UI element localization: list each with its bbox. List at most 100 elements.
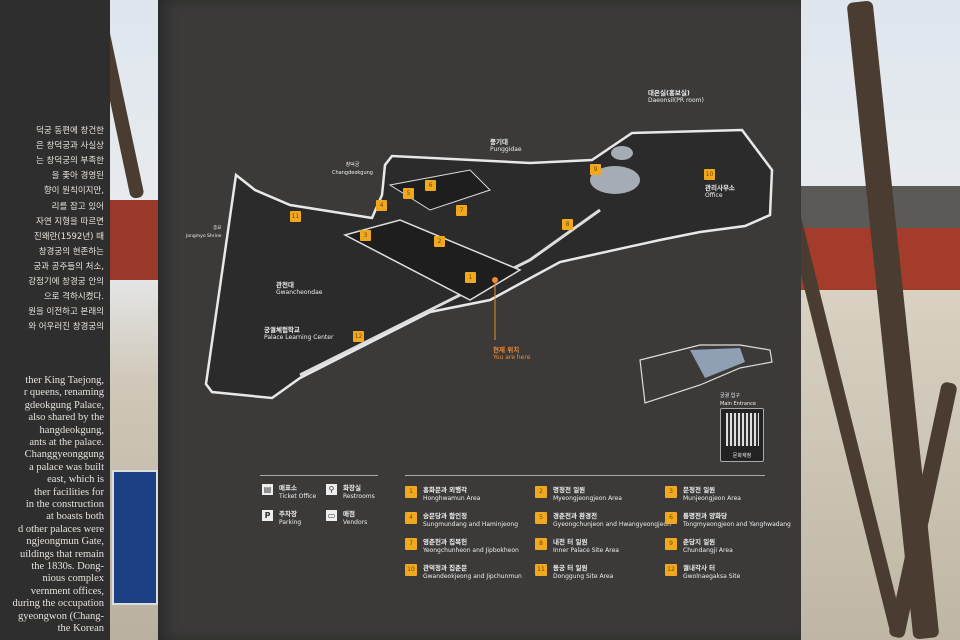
info-text-en: Changgyeonggung — [24, 449, 104, 461]
area-number-badge: 4 — [405, 512, 417, 524]
info-text-en: gdeokgung Palace, — [24, 399, 104, 411]
legend-ko: 매점 — [343, 510, 355, 518]
info-text-ko: 창경궁의 현존하는 — [38, 246, 104, 257]
area-number-badge: 7 — [405, 538, 417, 550]
main-road — [299, 208, 601, 377]
info-text-ko: 으로 격하시켰다. — [43, 292, 104, 303]
buildings — [388, 169, 491, 211]
parking-icon: P — [262, 510, 273, 521]
legend-en: Vendors — [343, 519, 368, 526]
info-text-ko: 리를 잡고 있어 — [51, 201, 104, 212]
map-marker-11[interactable]: 11 — [290, 211, 301, 222]
area-number-badge: 9 — [665, 538, 677, 550]
area-number-badge: 6 — [665, 512, 677, 524]
map-marker-12[interactable]: 12 — [353, 331, 364, 342]
map-marker-9[interactable]: 9 — [590, 164, 601, 175]
label-ko: 풍기대 — [490, 138, 508, 146]
info-text-en: ngjeongmun Gate, — [26, 536, 104, 548]
area-number-badge: 2 — [535, 486, 547, 498]
info-text-en: the Korean — [57, 623, 104, 634]
restroom-icon: ⚲ — [326, 484, 337, 495]
legend-ko: 주차장 — [279, 510, 297, 518]
legend-ko: 매표소 — [279, 484, 297, 492]
info-text-en: d other palaces were — [18, 523, 104, 535]
label-en: Palace Learning Center — [264, 334, 334, 341]
info-text-en: ants at the palace. — [29, 437, 104, 448]
info-text-ko: 진왜란(1592년) 때 — [33, 231, 104, 242]
qr-code[interactable]: 문화재청 — [720, 408, 764, 462]
legend-ko: 홍화문과 외행각 — [423, 486, 468, 494]
palace-wall-left — [108, 200, 163, 280]
legend-ko: 통명전과 양화당 — [683, 512, 728, 520]
legend-en: Tongmyeongjeon and Yanghwadang — [683, 521, 791, 528]
area-number-badge: 3 — [665, 486, 677, 498]
info-text-ko: 와 어우러진 창경궁의 — [28, 322, 104, 333]
map-marker-6[interactable]: 6 — [425, 180, 436, 191]
map-marker-8[interactable]: 8 — [562, 219, 573, 230]
info-text-ko: 원을 이전하고 본래의 — [28, 307, 104, 318]
map-marker-1[interactable]: 1 — [465, 272, 476, 283]
qr-pattern — [726, 413, 759, 446]
label-en: Main Entrance — [720, 401, 756, 407]
pond-small — [611, 146, 633, 160]
legend-ko: 궐내각사 터 — [683, 564, 716, 572]
legend-ko: 숭문당과 함인정 — [423, 512, 468, 520]
legend-ko: 영춘헌과 집복헌 — [423, 538, 468, 546]
label-ko: 관리사무소 — [705, 184, 735, 192]
info-text-en: ther King Taejong, — [25, 375, 104, 386]
label-en: Gwancheondae — [276, 289, 323, 296]
label-en: Office — [705, 192, 723, 199]
label-daeonsil: 대온실(홍보실)Daeonsil(PR room) — [648, 89, 704, 105]
info-text-en: gyeongwon (Chang- — [17, 610, 104, 622]
legend-en: Myeongjeongjeon Area — [553, 495, 622, 502]
mini-map — [639, 344, 773, 404]
legend-en: Gwolnaegaksa Site — [683, 573, 741, 580]
map-marker-3[interactable]: 3 — [360, 230, 371, 241]
legend-ko: 명정전 일원 — [553, 486, 586, 494]
info-text-ko: 자연 지형을 따르면 — [36, 216, 104, 227]
background-sign — [112, 470, 158, 605]
map-marker-10[interactable]: 10 — [704, 169, 715, 180]
info-text-en: at boasts both — [46, 511, 104, 523]
label-ko: 궁궐체험학교 — [264, 326, 300, 334]
map-marker-5[interactable]: 5 — [403, 188, 414, 199]
label-en: Jongmyo Shrine — [186, 234, 222, 239]
map-marker-7[interactable]: 7 — [456, 205, 467, 216]
info-text-en: in the construction — [25, 499, 104, 510]
area-number-badge: 8 — [535, 538, 547, 550]
legend-ko: 경춘전과 환경전 — [553, 512, 598, 520]
info-text-ko: 강점기에 창경궁 안의 — [28, 277, 104, 287]
info-text-en: the 1830s. Dong- — [31, 561, 104, 572]
info-text-ko: 궁과 공주들의 처소, — [33, 261, 104, 272]
info-text-en: r queens, renaming — [23, 387, 104, 399]
map-marker-4[interactable]: 4 — [376, 200, 387, 211]
divider — [405, 475, 765, 476]
area-number-badge: 11 — [535, 564, 547, 576]
label-ko: 관천대 — [276, 281, 294, 289]
info-text-en: vernment offices, — [30, 585, 104, 597]
info-text-en: a palace was built — [29, 461, 104, 473]
label-en: Punggidae — [490, 146, 522, 153]
you-are-here-dot — [492, 277, 498, 283]
legend-ko: 춘당지 일원 — [683, 538, 716, 546]
area-number-badge: 12 — [665, 564, 677, 576]
legend-ko: 화장실 — [343, 484, 361, 492]
map-marker-2[interactable]: 2 — [434, 236, 445, 247]
